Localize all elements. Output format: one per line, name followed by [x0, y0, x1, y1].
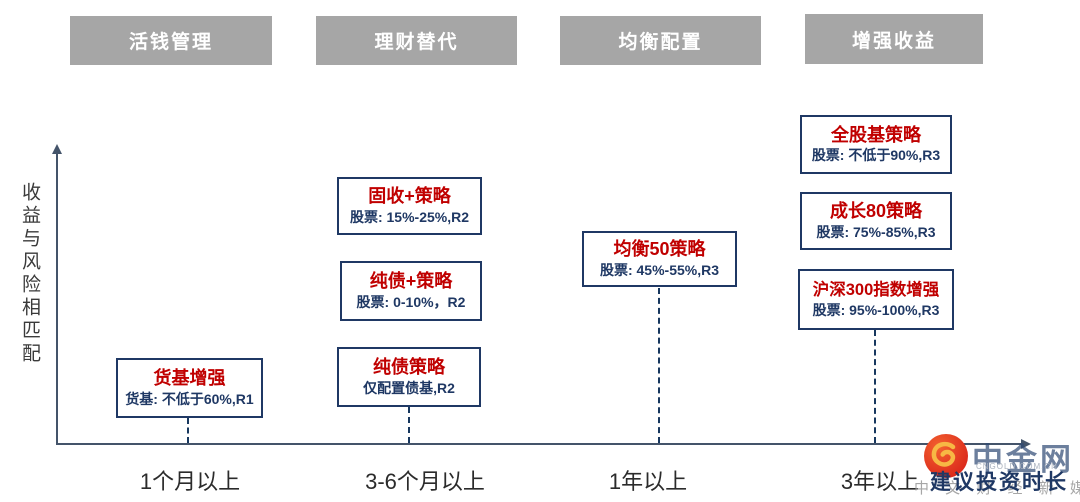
- x-tick-3-years: 3年以上: [840, 469, 920, 494]
- y-axis-label: 收益与风险相匹配: [19, 182, 40, 366]
- connector-enhanced: [874, 330, 876, 443]
- strategy-box-fixed-income-plus: 固收+策略 股票: 15%-25%,R2: [337, 177, 482, 235]
- connector-wealth: [408, 407, 410, 443]
- connector-balanced: [658, 288, 660, 443]
- strategy-box-balanced-50: 均衡50策略 股票: 45%-55%,R3: [582, 231, 737, 287]
- header-label: 均衡配置: [618, 32, 703, 53]
- strategy-box-csi300-enhanced: 沪深300指数增强 股票: 95%-100%,R3: [798, 269, 954, 330]
- strategy-subtitle: 股票: 不低于90%,R3: [811, 147, 941, 164]
- strategy-box-pure-bond-plus: 纯债+策略 股票: 0-10%，R2: [340, 261, 482, 321]
- connector-cash: [187, 418, 189, 443]
- strategy-subtitle: 货基: 不低于60%,R1: [125, 390, 254, 407]
- strategy-title: 纯债+策略: [369, 271, 453, 292]
- strategy-subtitle: 股票: 95%-100%,R3: [812, 301, 940, 318]
- header-label: 增强收益: [851, 30, 936, 52]
- y-axis-line: [56, 153, 58, 444]
- strategy-title: 货基增强: [153, 368, 226, 389]
- x-tick-1-year: 1年以上: [608, 469, 688, 494]
- header-label: 理财替代: [374, 32, 459, 53]
- x-axis-title: 建议投资时长: [930, 471, 1068, 494]
- strategy-title: 均衡50策略: [613, 239, 706, 260]
- header-cash-management: 活钱管理: [70, 16, 272, 65]
- x-tick-3-6-months: 3-6个月以上: [365, 469, 485, 494]
- strategy-title: 成长80策略: [829, 201, 923, 222]
- strategy-subtitle: 股票: 75%-85%,R3: [816, 223, 936, 240]
- strategy-subtitle: 股票: 45%-55%,R3: [599, 261, 720, 278]
- strategy-subtitle: 股票: 0-10%，R2: [356, 293, 466, 310]
- strategy-box-money-fund-enhanced: 货基增强 货基: 不低于60%,R1: [116, 358, 263, 418]
- header-balanced-allocation: 均衡配置: [560, 16, 761, 65]
- cngold-logo-icon: [922, 432, 970, 485]
- y-axis-arrow-icon: [52, 144, 62, 154]
- x-axis-line: [56, 443, 1022, 445]
- cngold-domain-text: CNGOLD.COM.CN: [976, 462, 1058, 471]
- x-axis-arrow-icon: [1021, 439, 1031, 449]
- header-wealth-substitute: 理财替代: [316, 16, 517, 65]
- header-label: 活钱管理: [128, 32, 213, 53]
- strategy-subtitle: 股票: 15%-25%,R2: [349, 208, 470, 225]
- strategy-title: 全股基策略: [831, 124, 921, 145]
- strategy-title: 固收+策略: [368, 186, 451, 207]
- strategy-box-pure-bond: 纯债策略 仅配置债基,R2: [337, 347, 481, 407]
- strategy-box-growth-80: 成长80策略 股票: 75%-85%,R3: [800, 192, 952, 250]
- header-enhanced-return: 增强收益: [805, 14, 983, 64]
- strategy-box-all-equity: 全股基策略 股票: 不低于90%,R3: [800, 115, 952, 174]
- strategy-title: 沪深300指数增强: [812, 281, 940, 300]
- x-tick-1-month: 1个月以上: [139, 469, 241, 494]
- cngold-tagline-text: 中 文 财 经 新 媒 体: [914, 480, 1080, 497]
- strategy-subtitle: 仅配置债基,R2: [363, 379, 455, 396]
- cngold-brand-text: 中金网: [972, 442, 1074, 477]
- strategy-title: 纯债策略: [373, 357, 445, 378]
